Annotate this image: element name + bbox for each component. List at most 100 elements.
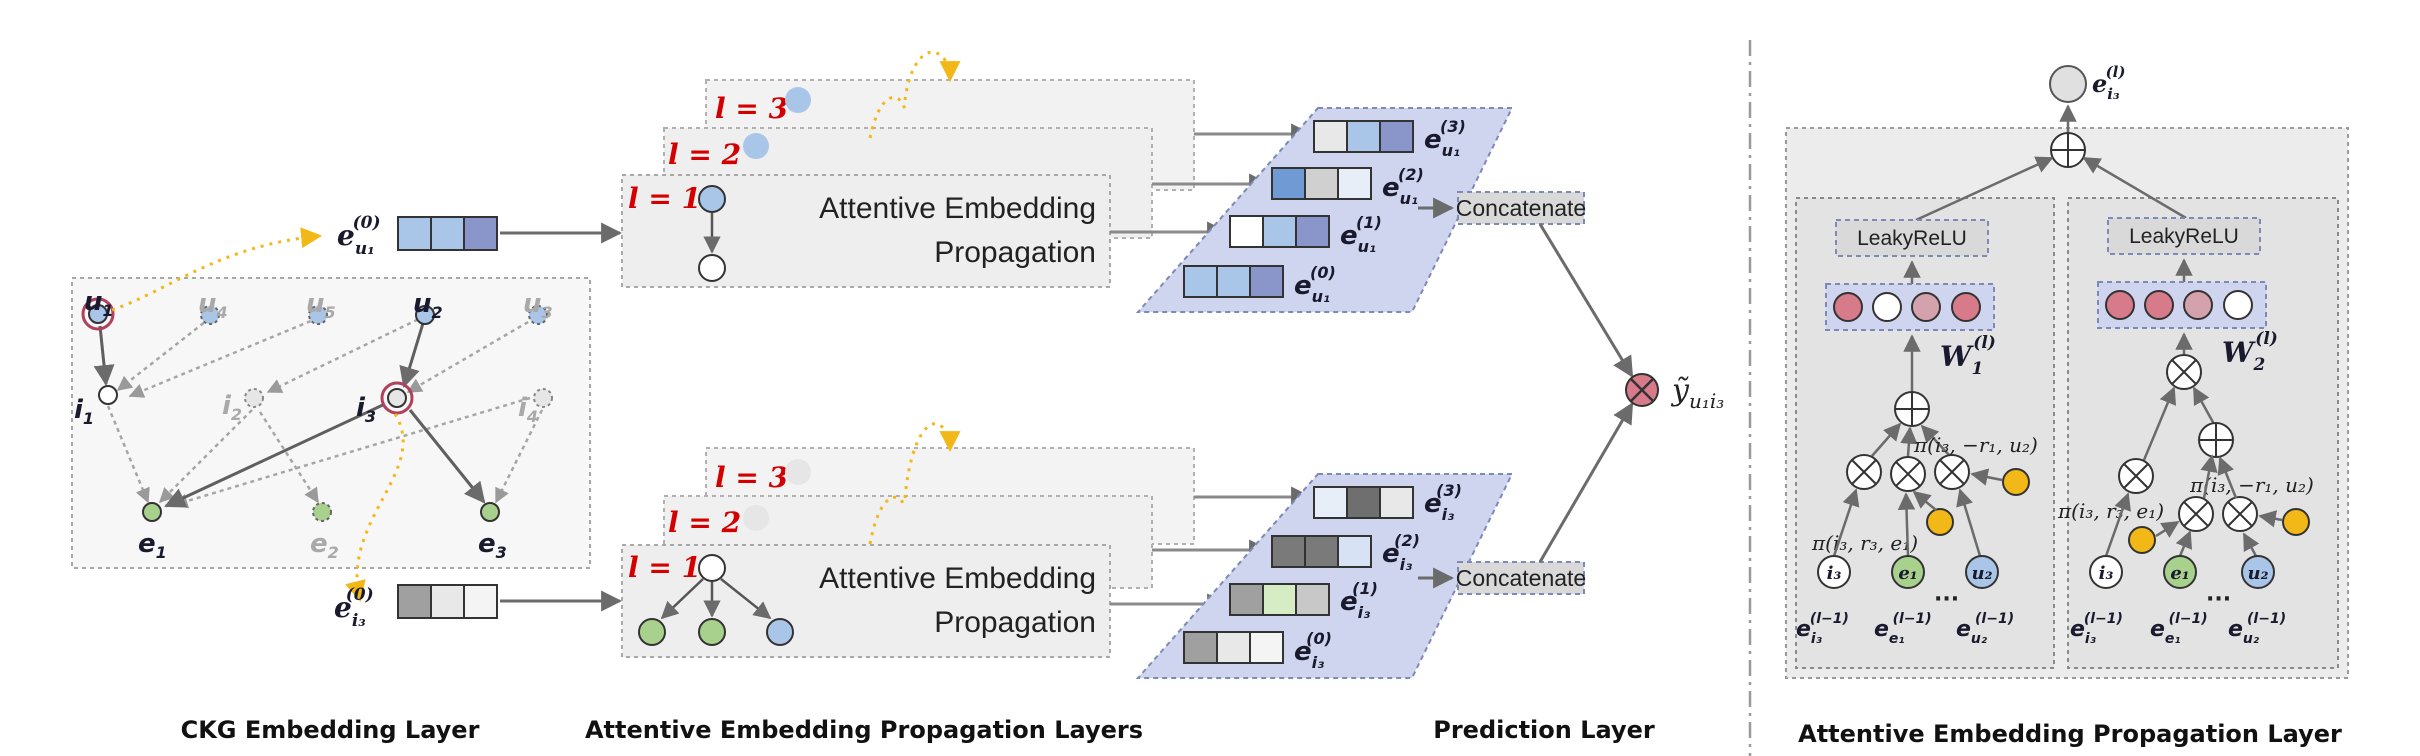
initial-embeddings: eu₁(0) ei₃(0): [334, 213, 623, 631]
concat-user-label: Concatenate: [1456, 195, 1586, 221]
svg-text:e3: e3: [478, 529, 507, 562]
u1-highlight-ring: [81, 297, 115, 331]
svg-text:e2: e2: [310, 529, 339, 562]
detail-output-node: [2049, 65, 2087, 103]
right-node-e1: [2163, 555, 2197, 589]
ckg-solid-edges: [93, 319, 486, 508]
user-l1-label: l = 1: [628, 182, 701, 215]
label-e1: e: [138, 529, 156, 559]
user-l3-label: l = 3: [715, 92, 788, 125]
user-embedding-plane: eu₁(3) eu₁(2) eu₁(1) eu₁(0): [1135, 107, 1514, 313]
node-i3: [387, 388, 407, 408]
right-mult-3: [2222, 496, 2258, 532]
node-i4: [533, 388, 553, 408]
svg-text:e₁: e₁: [1898, 563, 1917, 584]
detail-output-label: ei₃(l): [2092, 63, 2125, 103]
user-propagation-arrow: [903, 50, 961, 101]
item-aep-text-2: Propagation: [934, 606, 1096, 639]
w1-label: W1(l): [1940, 333, 1996, 379]
ei3-2-vector: [1271, 535, 1372, 568]
svg-text:i1: i1: [74, 395, 94, 428]
svg-text:i₃: i₃: [2099, 563, 2114, 584]
item-l1-label: l = 1: [628, 551, 701, 584]
item-l3-label: l = 3: [715, 461, 788, 494]
left-pi-2: π(i₃, r₃, e₁): [1811, 531, 1918, 555]
left-mult-2: [1890, 456, 1926, 492]
ei3-3-vector: [1313, 486, 1414, 519]
w2-vector: [2105, 290, 2253, 320]
item-aep-text-1: Attentive Embedding: [819, 562, 1096, 595]
eu1-0-vector: [397, 216, 498, 251]
svg-text:ei₃(l−1): ei₃(l−1): [2070, 611, 2123, 647]
item-l1-child-e1: [638, 618, 666, 646]
item-l1-node-top: [698, 554, 726, 582]
user-aep-text-1: Attentive Embedding: [819, 192, 1096, 225]
eu1-0-vector-stack: [1183, 265, 1284, 298]
svg-text:e1: e1: [138, 529, 167, 562]
ckg-graph: u1 u4 u5 u2 u3 i1 i2 i3 i4 e1 e2 e3: [71, 227, 591, 603]
svg-text:u₂: u₂: [2248, 563, 2269, 584]
left-node-i3: [1817, 555, 1851, 589]
user-aep-text-2: Propagation: [934, 236, 1096, 269]
node-e1: [142, 502, 162, 522]
caption-ckg-embedding-layer: CKG Embedding Layer: [181, 716, 480, 744]
svg-text:u5: u5: [306, 289, 336, 322]
ckg-dotted-edges: [106, 314, 544, 509]
user-l2-label: l = 2: [668, 138, 741, 171]
ckg-nodes: [81, 297, 553, 522]
item-l3-node: [785, 459, 811, 485]
node-u4: [200, 305, 220, 325]
layer-output-arrows: [1110, 123, 1313, 615]
svg-text:u3: u3: [523, 289, 553, 322]
svg-text:e₁: e₁: [2170, 563, 2189, 584]
concat-item-label: Concatenate: [1456, 565, 1586, 591]
label-i3: i: [356, 393, 366, 423]
caption-prediction-layer: Prediction Layer: [1433, 716, 1655, 744]
svg-text:ei₃(l−1): ei₃(l−1): [1796, 611, 1849, 647]
eu1-3-vector: [1313, 120, 1414, 153]
svg-text:u₂: u₂: [1972, 563, 1993, 584]
ei3-0-stack-label: ei₃(0): [1294, 629, 1332, 672]
detail-sum-top: [2050, 132, 2086, 168]
left-node-u2: [1965, 555, 1999, 589]
left-sum-node: [1894, 391, 1930, 427]
ckg-node-labels: u1 u4 u5 u2 u3 i1 i2 i3 i4 e1 e2 e3: [74, 287, 553, 562]
svg-text:eu₂(l−1): eu₂(l−1): [2228, 611, 2286, 647]
svg-text:i₃: i₃: [1827, 563, 1842, 584]
eu1-0-label: eu₁(0): [337, 213, 381, 259]
right-mult-2: [2178, 496, 2214, 532]
prediction-score: ỹu₁i₃: [1670, 373, 1724, 413]
label-u3: u: [523, 289, 542, 319]
ei3-1-label: ei₃(1): [1340, 579, 1378, 622]
item-l2-node: [743, 505, 769, 531]
ei3-1-vector: [1229, 583, 1330, 616]
eu1-1-vector: [1229, 215, 1330, 248]
node-u1: [88, 304, 108, 324]
right-pi-1: π(i₃, −r₁, u₂): [2189, 473, 2314, 497]
label-e2: e: [310, 529, 328, 559]
leakyrelu-right-label: LeakyReLU: [2129, 225, 2239, 248]
label-i1: i: [74, 395, 84, 425]
label-u4: u: [198, 289, 217, 319]
left-attention-weight-2: [1926, 508, 1954, 536]
node-u5: [308, 305, 328, 325]
right-pi-2: π(i₃, r₃, e₁): [2057, 499, 2164, 523]
caption-aep-layers: Attentive Embedding Propagation Layers: [585, 716, 1143, 744]
user-l3-node: [785, 87, 811, 113]
left-mult-3: [1934, 454, 1970, 490]
ei3-0-vector-stack: [1183, 631, 1284, 664]
user-l1-node-top: [698, 185, 726, 213]
right-sum-node: [2198, 422, 2234, 458]
svg-text:i3: i3: [356, 393, 376, 426]
left-mult-1: [1846, 454, 1882, 490]
caption-aep-layer: Attentive Embedding Propagation Layer: [1798, 720, 2342, 748]
node-u3: [528, 305, 548, 325]
ei3-2-label: ei₃(2): [1382, 531, 1420, 574]
left-attention-weight-1: [2002, 468, 2030, 496]
left-pi-1: π(i₃, −r₁, u₂): [1913, 433, 2038, 457]
svg-text:ee₁(l−1): ee₁(l−1): [2150, 611, 2208, 647]
left-ellipsis: ···: [1934, 587, 1959, 612]
eu1-2-label: eu₁(2): [1382, 165, 1424, 208]
user-l2-node: [743, 133, 769, 159]
node-i2: [244, 388, 264, 408]
